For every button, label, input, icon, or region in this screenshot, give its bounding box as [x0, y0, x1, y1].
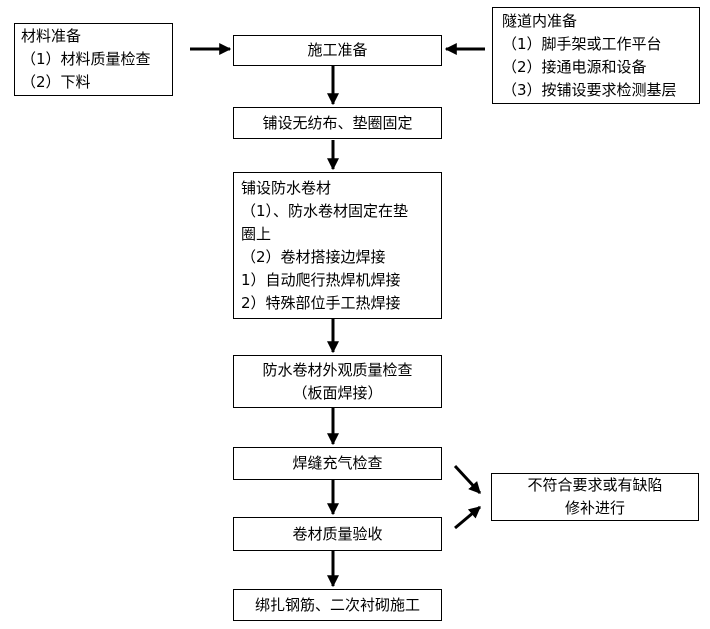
- repair-line-2: 修补进行: [564, 499, 625, 517]
- repair-box: 不符合要求或有缺陷 修补进行: [491, 473, 699, 521]
- step-3-line-1: （1）、防水卷材固定在垫: [241, 201, 409, 220]
- material-prep-title: 材料准备: [21, 27, 82, 45]
- step-construction-prep: 施工准备: [233, 35, 442, 66]
- step-3-title: 铺设防水卷材: [241, 178, 332, 197]
- step-rebar-secondary-lining: 绑扎钢筋、二次衬砌施工: [233, 589, 442, 621]
- tunnel-prep-item-2: （2）接通电源和设备: [502, 57, 647, 76]
- step-2-label: 铺设无纺布、垫圈固定: [262, 113, 413, 132]
- step-3-line-5: 2）特殊部位手工热焊接: [241, 293, 401, 312]
- step-4-line-1: 防水卷材外观质量检查: [262, 360, 413, 379]
- step-5-label: 焊缝充气检查: [292, 454, 383, 472]
- step-quality-acceptance: 卷材质量验收: [233, 517, 442, 551]
- step-3-line-4: 1）自动爬行热焊机焊接: [241, 270, 401, 289]
- step-3-line-3: （2）卷材搭接边焊接: [241, 247, 386, 266]
- material-prep-box: 材料准备 （1）材料质量检查 （2）下料: [14, 23, 173, 96]
- step-1-label: 施工准备: [307, 41, 368, 59]
- step-lay-waterproof-sheet: 铺设防水卷材 （1）、防水卷材固定在垫 圈上 （2）卷材搭接边焊接 1）自动爬行…: [233, 172, 442, 319]
- arrow-step5-repair: [453, 464, 482, 495]
- tunnel-prep-title: 隧道内准备: [502, 11, 578, 30]
- step-lay-geotextile: 铺设无纺布、垫圈固定: [233, 107, 442, 139]
- step-appearance-inspection: 防水卷材外观质量检查 （板面焊接）: [233, 355, 442, 408]
- tunnel-prep-item-3: （3）按铺设要求检测基层: [502, 80, 677, 99]
- repair-line-1: 不符合要求或有缺陷: [527, 476, 663, 494]
- arrow-step6-repair: [454, 505, 481, 530]
- step-6-label: 卷材质量验收: [292, 524, 383, 543]
- step-7-label: 绑扎钢筋、二次衬砌施工: [254, 595, 420, 614]
- step-3-line-2: 圈上: [241, 224, 272, 243]
- step-seam-inflation-check: 焊缝充气检查: [233, 447, 442, 480]
- material-prep-item-1: （1）材料质量检查: [21, 50, 151, 68]
- material-prep-item-2: （2）下料: [21, 73, 91, 91]
- tunnel-prep-box: 隧道内准备 （1）脚手架或工作平台 （2）接通电源和设备 （3）按铺设要求检测基…: [492, 7, 700, 104]
- step-4-line-2: （板面焊接）: [292, 383, 383, 402]
- tunnel-prep-item-1: （1）脚手架或工作平台: [502, 34, 662, 53]
